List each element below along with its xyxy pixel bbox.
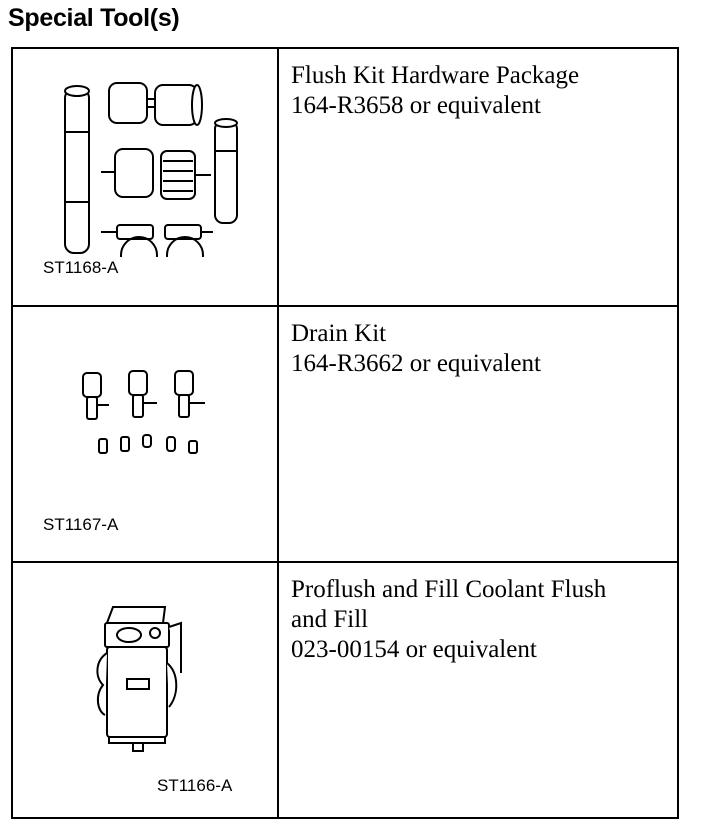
tool-description: Flush Kit Hardware Package 164-R3658 or … bbox=[279, 49, 677, 305]
figure-caption: ST1167-A bbox=[43, 515, 119, 534]
special-tools-table: ST1168-A Flush Kit Hardware Package 164-… bbox=[11, 47, 679, 819]
figure-caption: ST1168-A bbox=[43, 258, 119, 277]
tool-part-number: 164-R3658 or equivalent bbox=[291, 92, 541, 119]
page-title: Special Tool(s) bbox=[8, 4, 180, 32]
tool-row-flush-kit: ST1168-A Flush Kit Hardware Package 164-… bbox=[13, 49, 677, 307]
tool-name: Drain Kit bbox=[291, 320, 387, 347]
tool-illustration-cell: ST1168-A bbox=[13, 49, 279, 305]
tool-row-proflush: ST1166-A Proflush and Fill Coolant Flush… bbox=[13, 563, 677, 817]
tool-description: Drain Kit 164-R3662 or equivalent bbox=[279, 307, 677, 561]
tool-part-number: 164-R3662 or equivalent bbox=[291, 350, 541, 377]
tool-part-number: 023-00154 or equivalent bbox=[291, 636, 537, 663]
tool-name-continued: and Fill bbox=[291, 606, 369, 633]
hose-coupler-kit-icon bbox=[64, 82, 238, 257]
tool-description: Proflush and Fill Coolant Flush and Fill… bbox=[279, 563, 677, 817]
tool-name: Flush Kit Hardware Package bbox=[291, 62, 580, 89]
tool-row-drain-kit: ST1167-A Drain Kit 164-R3662 or equivale… bbox=[13, 307, 677, 563]
tool-illustration-cell: ST1166-A bbox=[13, 563, 279, 817]
drain-fittings-icon bbox=[82, 370, 205, 454]
figure-caption: ST1166-A bbox=[157, 776, 233, 795]
tool-illustration-cell: ST1167-A bbox=[13, 307, 279, 561]
coolant-flush-machine-icon bbox=[96, 606, 182, 752]
tool-name: Proflush and Fill Coolant Flush bbox=[291, 576, 607, 603]
